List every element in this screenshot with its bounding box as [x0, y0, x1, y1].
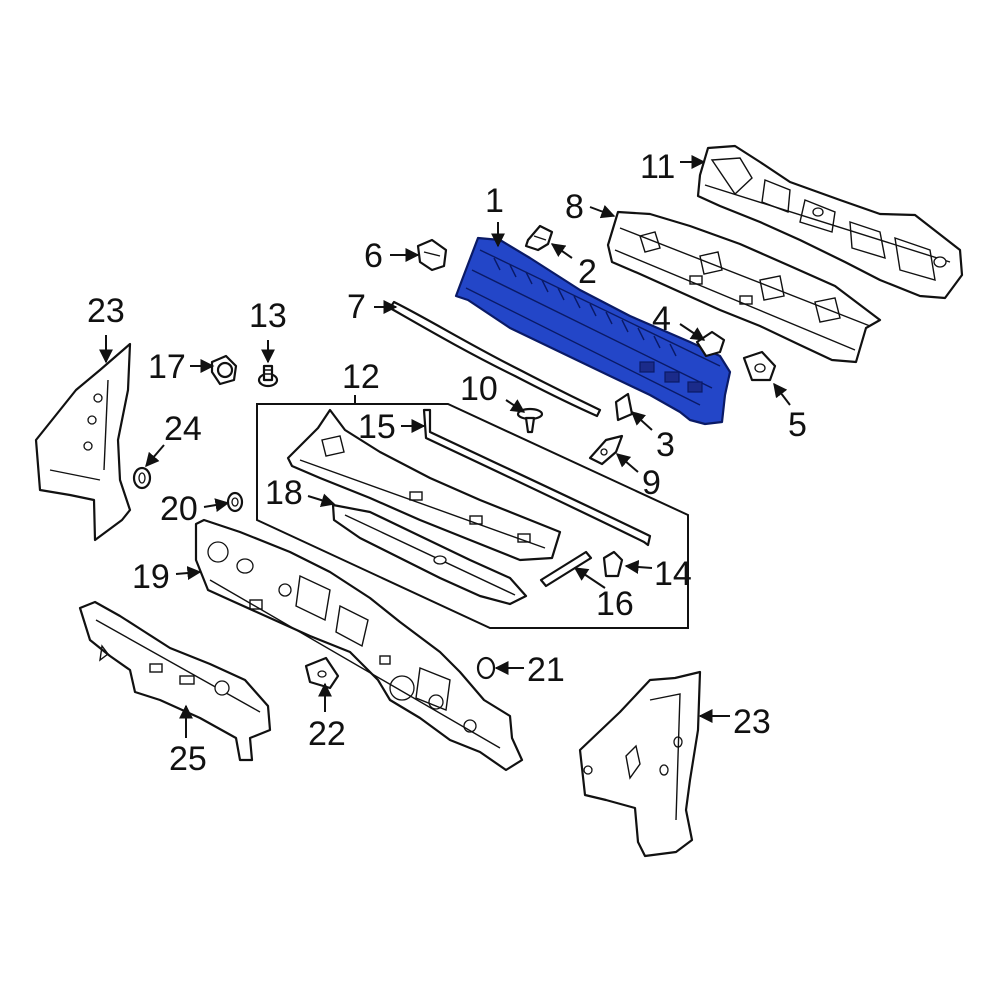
- part-1-cowl-top-highlighted: [454, 236, 732, 426]
- callout-23-right: 23: [733, 703, 771, 741]
- callout-18: 18: [265, 474, 303, 512]
- callout-labels: 1 2 3 4 5 6 7 8 9 10 11 12 13 14 15 16 1…: [87, 148, 807, 778]
- callout-22: 22: [308, 715, 346, 753]
- callout-21: 21: [527, 651, 565, 689]
- part-3-bracket: [614, 392, 634, 422]
- callout-14: 14: [654, 555, 692, 593]
- callout-2: 2: [578, 253, 597, 291]
- part-19-dash-panel: [194, 518, 524, 772]
- part-16-strip: [539, 550, 593, 588]
- part-22-bracket: [304, 656, 340, 690]
- leader-lines: [99, 155, 791, 738]
- callout-24: 24: [164, 410, 202, 448]
- part-18-reinforcement: [331, 503, 528, 606]
- callout-25: 25: [169, 740, 207, 778]
- callout-10: 10: [460, 370, 498, 408]
- part-13-bolt: [257, 364, 279, 388]
- callout-1: 1: [485, 182, 504, 220]
- part-21-plug: [476, 656, 496, 680]
- part-14-clip: [602, 550, 624, 578]
- callout-15: 15: [358, 408, 396, 446]
- callout-17: 17: [148, 348, 186, 386]
- callout-23-left: 23: [87, 292, 125, 330]
- part-12-inner-panel: [286, 408, 562, 562]
- callout-16: 16: [596, 585, 634, 623]
- part-17-bolt: [210, 354, 238, 386]
- part-2-bracket: [524, 224, 554, 252]
- part-5-plate: [742, 350, 777, 382]
- callout-4: 4: [652, 300, 671, 338]
- callout-5: 5: [788, 406, 807, 444]
- part-25-lower-reinforcement: [78, 600, 272, 762]
- part-9-bracket: [588, 434, 624, 466]
- part-23-left-side-panel: [34, 342, 132, 542]
- part-15-seal: [422, 408, 652, 547]
- callout-13: 13: [249, 297, 287, 335]
- part-24-grommet: [132, 466, 152, 490]
- part-20-plug: [226, 491, 244, 513]
- part-12-group-box: [256, 395, 689, 629]
- callout-19: 19: [132, 558, 170, 596]
- callout-6: 6: [364, 237, 383, 275]
- callout-7: 7: [347, 288, 366, 326]
- part-23-right-side-panel: [578, 670, 702, 858]
- callout-9: 9: [642, 464, 661, 502]
- part-11-upper-dash-panel: [696, 144, 964, 300]
- part-6-clip: [416, 238, 448, 272]
- callout-3: 3: [656, 426, 675, 464]
- callout-12: 12: [342, 358, 380, 396]
- callout-20: 20: [160, 490, 198, 528]
- part-7-weatherstrip: [388, 300, 602, 418]
- callout-8: 8: [565, 188, 584, 226]
- part-8-cowl-panel: [606, 210, 882, 364]
- callout-11: 11: [640, 148, 675, 186]
- part-10-push-pin: [516, 407, 544, 434]
